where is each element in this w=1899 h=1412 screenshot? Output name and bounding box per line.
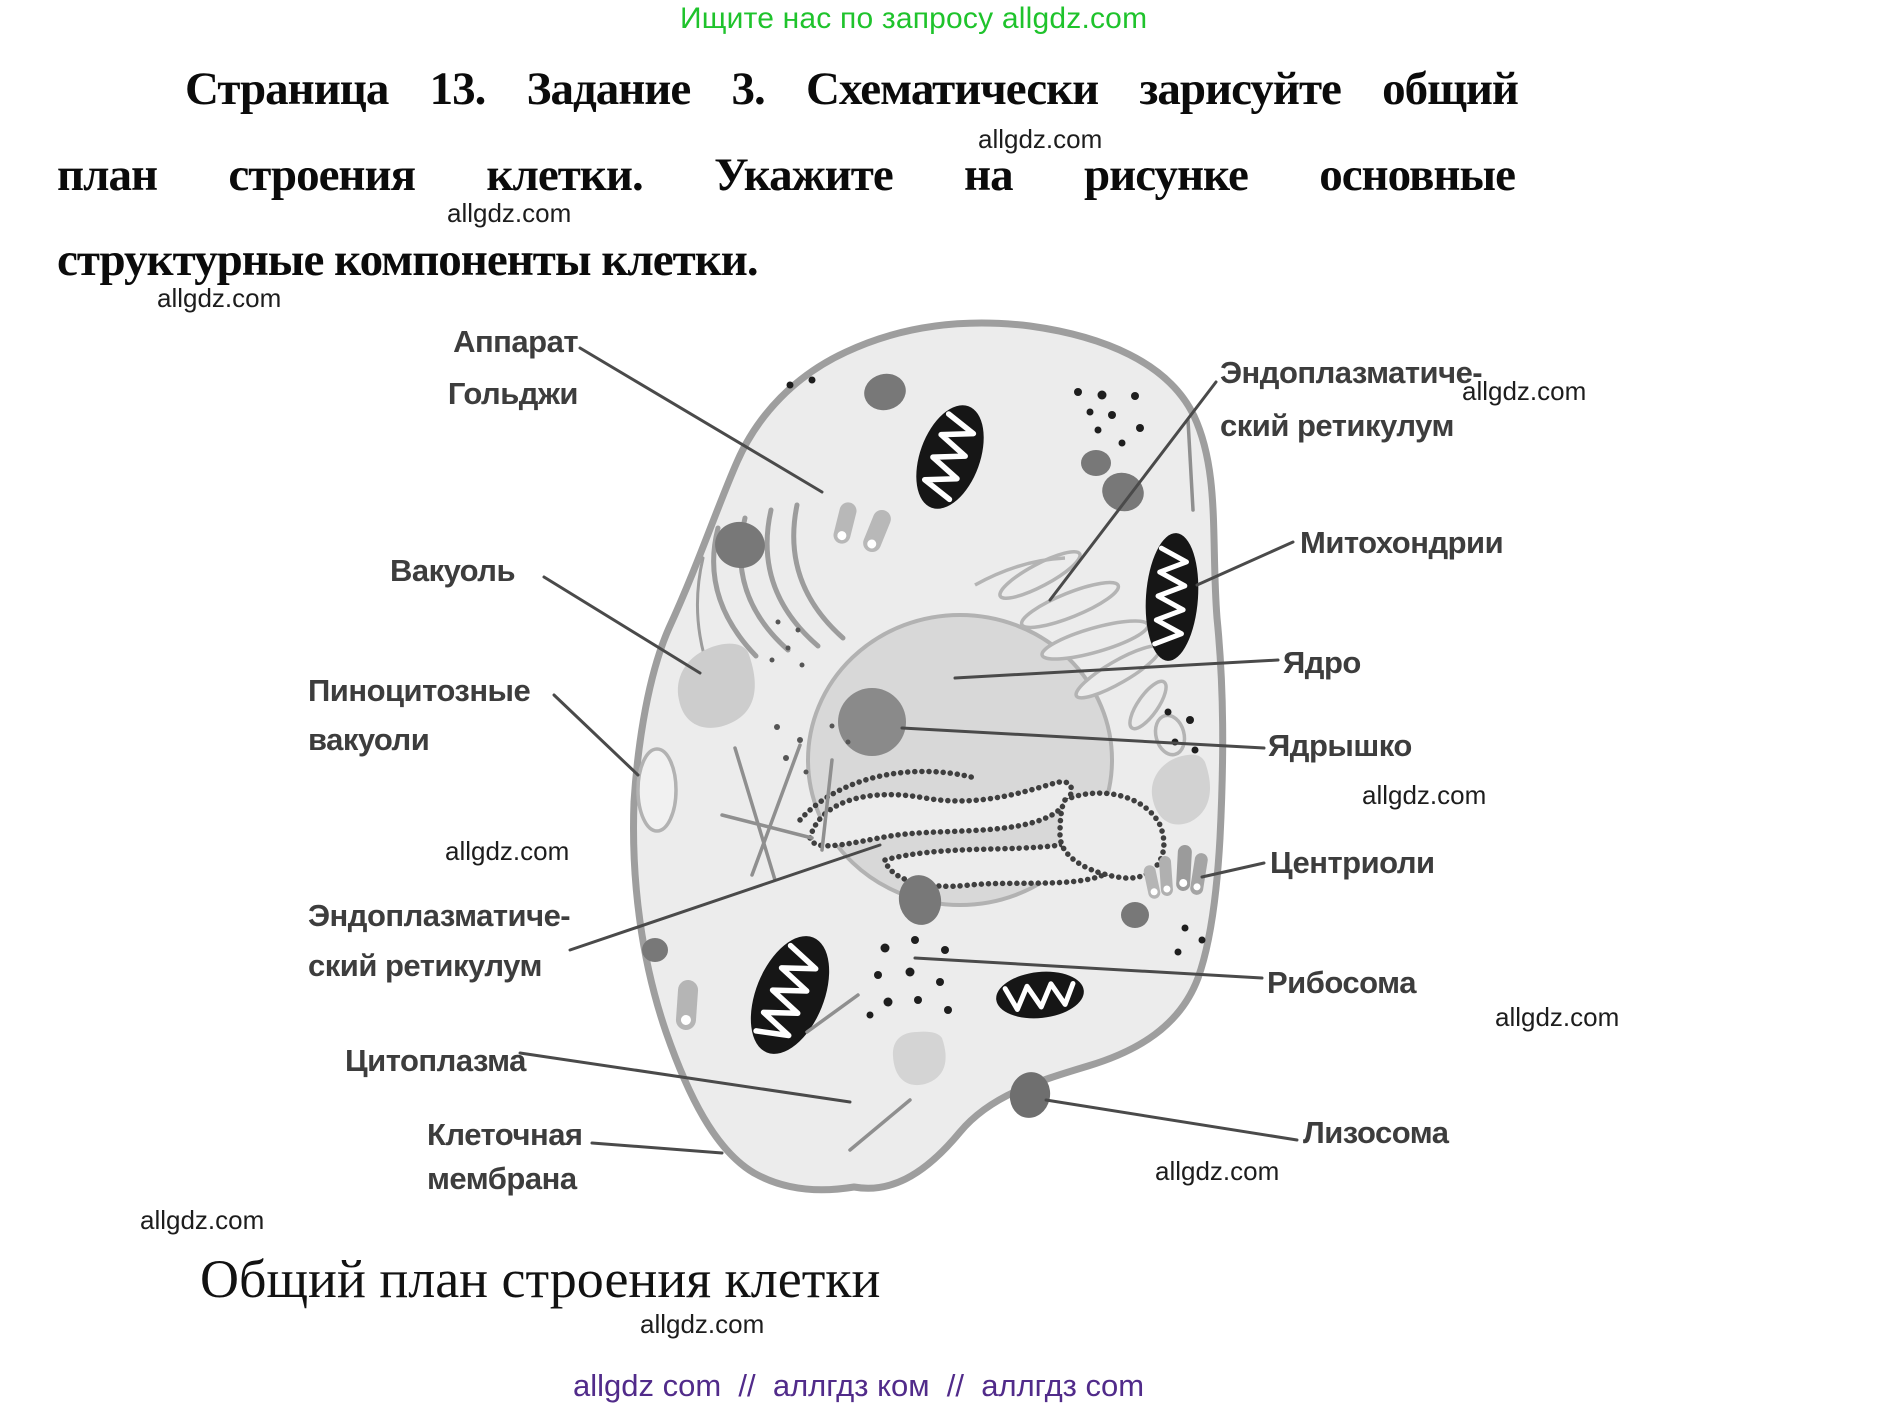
centrioles [1143,845,1208,899]
watermark: allgdz.com [1155,1156,1280,1186]
vesicle-capsule-pair [833,502,891,553]
mitochondrion-bottom-left [750,936,830,1054]
task-title-line1: Страница 13. Задание 3. Схематически зар… [185,63,1519,115]
footer-links: allgdz com // аллгдз ком // аллгдз com [573,1368,1145,1403]
leader-vacuole [542,575,702,675]
label-er-right: Эндоплазматиче- ский ретикулум [1220,355,1483,443]
mitochondrion-right [1145,533,1199,661]
task-title-line3: структурные компоненты клетки. [57,234,759,286]
label-centrioles: Центриоли [1270,845,1435,880]
golgi-apparatus [695,502,846,718]
dark-vesicles [642,373,1149,962]
light-vesicle-right [1151,754,1210,825]
label-golgi: Аппарат Гольджи [447,324,579,411]
leader-membrane [590,1141,724,1155]
watermark: allgdz.com [140,1205,265,1235]
ribosome-dots [786,376,1206,1019]
leader-golgi [578,346,824,494]
leader-er-right [1048,380,1218,602]
label-nucleus: Ядро [1283,645,1361,680]
leader-pinocytotic [552,693,640,777]
leader-er-left [568,843,882,952]
leader-lines [518,346,1299,1155]
mitochondrion-bottom-right [996,971,1084,1019]
watermark: allgdz.com [978,124,1103,154]
vacuole-blob [677,643,755,728]
watermark: allgdz.com [640,1309,765,1339]
label-nucleolus: Ядрышко [1268,728,1412,763]
mitochondrion-top [916,405,984,509]
task-title-line2: план строения клетки. Укажите на рисунке… [57,149,1516,201]
figure-caption: Общий план строения клетки [200,1249,881,1309]
label-er-left: Эндоплазматиче- ский ретикулум [308,898,571,983]
watermark: allgdz.com [1362,780,1487,810]
label-cell-membrane: Клеточная мембрана [427,1117,583,1196]
leader-nucleolus [900,726,1266,750]
pinocytotic-pocket [636,747,678,833]
watermark: allgdz.com [447,198,572,228]
leader-centrioles [1200,861,1266,879]
watermark: allgdz.com [157,283,282,313]
smooth-er [974,549,1187,757]
cytoskeleton-lines [720,418,1195,1152]
promo-banner: Ищите нас по запросу allgdz.com [680,2,1148,35]
leader-nucleus [953,658,1280,680]
label-vacuole: Вакуоль [390,553,516,588]
nucleolus [838,688,906,756]
watermark: allgdz.com [445,836,570,866]
lysosome-blob [1009,1072,1051,1118]
leader-cytoplasm [518,1051,852,1104]
light-vesicle-bottom [892,1031,946,1086]
small-specks [769,619,851,775]
label-lysosome: Лизосома [1303,1115,1449,1150]
vesicle-capsule-left [675,980,699,1030]
label-ribosome: Рибосома [1267,965,1416,1000]
rough-er [797,768,1167,890]
label-cytoplasm: Цитоплазма [345,1043,526,1078]
leader-mitochondria [1195,540,1295,587]
label-pinocytotic: Пиноцитозные вакуоли [308,673,531,757]
label-mitochondria: Митохондрии [1300,525,1504,560]
watermark: allgdz.com [1462,376,1587,406]
leader-lysosome [1044,1098,1299,1142]
leader-ribosome [913,956,1264,980]
watermark: allgdz.com [1495,1002,1620,1032]
